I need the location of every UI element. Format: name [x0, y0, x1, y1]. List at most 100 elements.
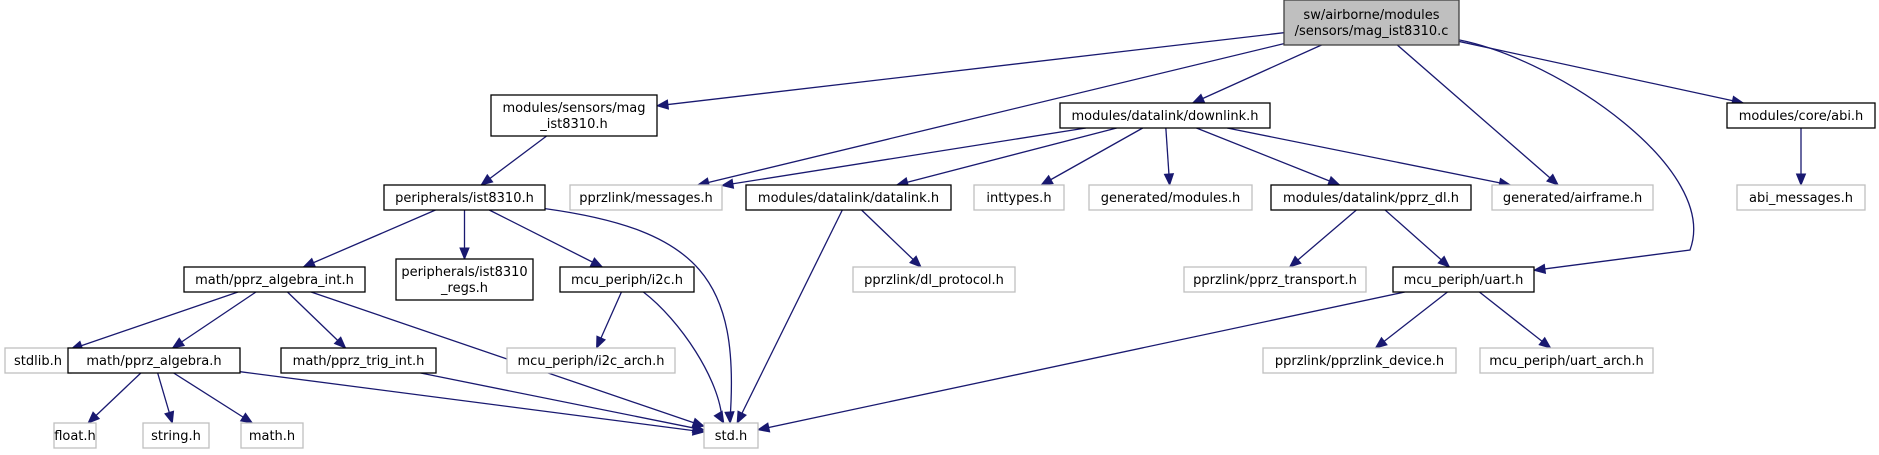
node-abi-messages: abi_messages.h	[1736, 184, 1866, 211]
edge-pprz_dl-to-uart	[1384, 209, 1451, 268]
arrowhead-icon	[713, 410, 725, 425]
edge-uart-to-uart_arch	[1478, 291, 1552, 349]
edge-line	[239, 371, 705, 433]
edge-line	[87, 372, 142, 424]
node-label: pprzlink/dl_protocol.h	[864, 273, 1004, 288]
node-label: stdlib.h	[14, 354, 62, 369]
node-uart[interactable]: mcu_periph/uart.h	[1392, 266, 1535, 293]
edge-i2c-to-std	[642, 291, 725, 425]
edge-line	[757, 291, 1405, 431]
node-box	[852, 266, 1016, 293]
edge-downlink-to-datalink	[895, 127, 1117, 188]
node-abi[interactable]: modules/core/abi.h	[1726, 102, 1876, 129]
node-trig-int[interactable]: math/pprz_trig_int.h	[280, 347, 437, 374]
node-box	[240, 422, 304, 449]
node-label: modules/datalink/downlink.h	[1072, 109, 1259, 124]
edge-downlink-to-gen_modules	[1163, 127, 1175, 187]
node-label: modules/datalink/datalink.h	[758, 191, 939, 206]
node-box	[1088, 184, 1253, 211]
node-box	[1262, 347, 1457, 374]
node-label: mcu_periph/uart_arch.h	[1489, 354, 1644, 369]
node-inttypes: inttypes.h	[973, 184, 1065, 211]
arrowhead-icon	[736, 410, 747, 425]
node-box	[1736, 184, 1866, 211]
arrowhead-icon	[1437, 255, 1451, 268]
node-label: mcu_periph/uart.h	[1404, 273, 1524, 288]
node-algebra[interactable]: math/pprz_algebra.h	[67, 347, 241, 374]
node-box	[1479, 347, 1654, 374]
node-math: math.h	[240, 422, 304, 449]
edge-uart-to-std	[756, 291, 1405, 433]
edge-ist8310-to-ist8310_regs	[459, 210, 470, 261]
arrowhead-icon	[1546, 173, 1560, 186]
node-label: math/pprz_trig_int.h	[293, 354, 425, 369]
edge-root-to-abi	[1458, 40, 1745, 106]
node-label: string.h	[151, 429, 201, 444]
node-label: modules/sensors/mag	[503, 101, 646, 116]
nodes-layer: sw/airborne/modules/sensors/mag_ist8310.…	[4, 0, 1876, 449]
node-label: math.h	[249, 429, 295, 444]
arrowhead-icon	[756, 422, 771, 433]
edge-root-to-downlink	[1191, 44, 1322, 104]
edge-line	[1478, 291, 1552, 349]
node-label: mcu_periph/i2c.h	[571, 273, 683, 288]
edge-line	[173, 372, 253, 424]
node-label: std.h	[715, 429, 748, 444]
edge-line	[1458, 39, 1695, 271]
node-pprz-dl[interactable]: modules/datalink/pprz_dl.h	[1270, 184, 1472, 211]
node-label: _regs.h	[440, 281, 488, 296]
edge-line	[1384, 209, 1450, 268]
node-label: generated/modules.h	[1101, 191, 1240, 206]
arrowhead-icon	[1163, 173, 1175, 187]
node-ist8310[interactable]: peripherals/ist8310.h	[383, 184, 546, 211]
arrowhead-icon	[724, 411, 735, 425]
node-box	[559, 266, 695, 293]
node-gen-modules: generated/modules.h	[1088, 184, 1253, 211]
edge-line	[1196, 127, 1340, 186]
edges-layer	[69, 32, 1807, 436]
node-box	[1059, 102, 1271, 129]
node-uart-arch: mcu_periph/uart_arch.h	[1479, 347, 1654, 374]
node-label: pprzlink/messages.h	[579, 191, 713, 206]
node-downlink[interactable]: modules/datalink/downlink.h	[1059, 102, 1271, 129]
node-ist8310-regs[interactable]: peripherals/ist8310_regs.h	[395, 258, 534, 301]
node-box	[569, 184, 723, 211]
edge-line	[70, 291, 239, 350]
arrowhead-icon	[459, 247, 470, 261]
arrowhead-icon	[720, 178, 735, 189]
node-box	[745, 184, 952, 211]
node-label: peripherals/ist8310	[401, 265, 527, 280]
node-mag-h[interactable]: modules/sensors/mag_ist8310.h	[490, 94, 658, 137]
node-algebra-int[interactable]: math/pprz_algebra_int.h	[183, 266, 366, 293]
edge-line	[1040, 127, 1144, 186]
edge-datalink-to-std	[736, 209, 843, 425]
arrowhead-icon	[239, 412, 254, 424]
arrowhead-icon	[1795, 173, 1807, 187]
arrowhead-icon	[909, 255, 922, 268]
node-box	[1183, 266, 1367, 293]
arrowhead-icon	[333, 336, 347, 349]
node-i2c-arch: mcu_periph/i2c_arch.h	[506, 347, 676, 374]
node-airframe: generated/airframe.h	[1491, 184, 1654, 211]
node-std: std.h	[703, 422, 759, 449]
node-box	[490, 94, 658, 137]
node-label: abi_messages.h	[1749, 191, 1853, 206]
arrowhead-icon	[1040, 174, 1054, 186]
edge-abi-to-abi_messages	[1795, 128, 1807, 187]
node-pprz-transport: pprzlink/pprz_transport.h	[1183, 266, 1367, 293]
edge-line	[861, 209, 922, 268]
edge-line	[721, 127, 1086, 187]
node-datalink[interactable]: modules/datalink/datalink.h	[745, 184, 952, 211]
edge-algebra-to-math	[173, 372, 254, 424]
node-box	[1726, 102, 1876, 129]
node-i2c[interactable]: mcu_periph/i2c.h	[559, 266, 695, 293]
edge-line	[697, 42, 1285, 186]
node-root[interactable]: sw/airborne/modules/sensors/mag_ist8310.…	[1283, 0, 1460, 46]
edge-algebra-to-std	[239, 371, 706, 436]
node-box	[973, 184, 1065, 211]
edge-line	[480, 135, 548, 186]
edge-line	[172, 291, 257, 349]
node-label: _ist8310.h	[539, 117, 607, 132]
node-box	[1270, 184, 1472, 211]
